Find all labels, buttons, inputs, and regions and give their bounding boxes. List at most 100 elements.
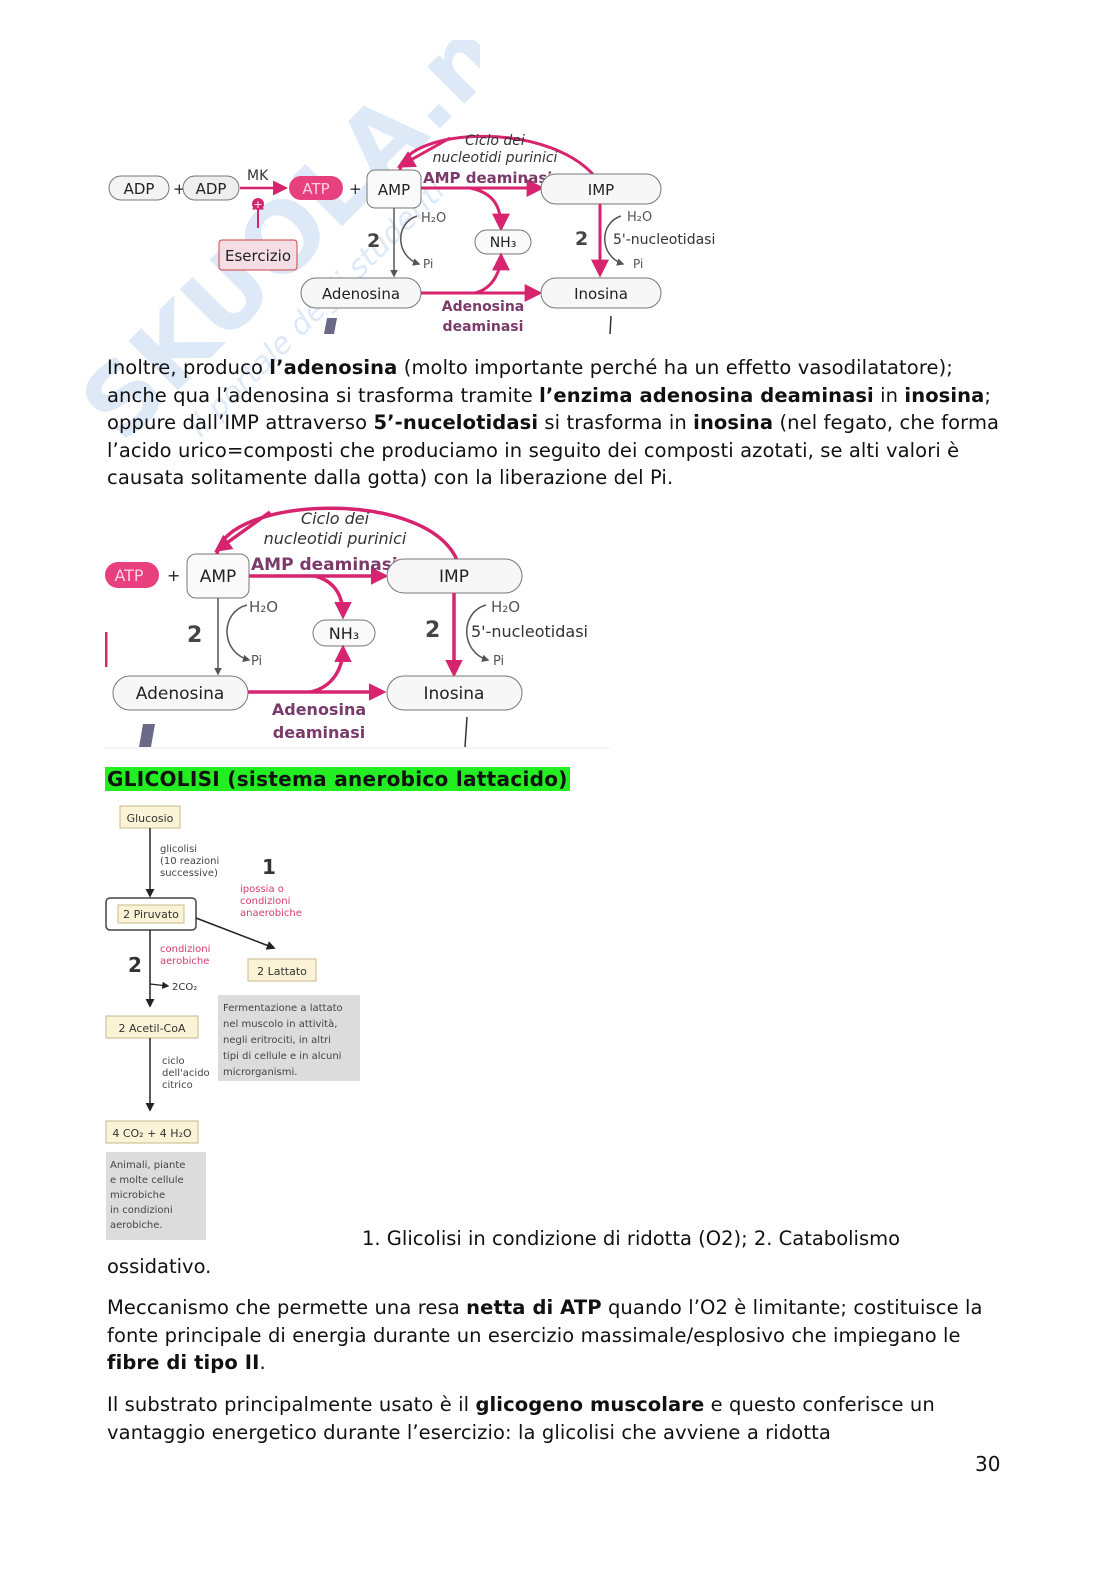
paragraph-substrato: Il substrato principalmente usato è il g… (107, 1391, 1007, 1446)
text-span: Meccanismo che permette una resa (107, 1296, 467, 1319)
adenosina-deaminasi-line2: deaminasi (443, 319, 524, 335)
step-number-left: 2 (367, 230, 380, 252)
animali-note-box (106, 1152, 206, 1240)
plus-sign-3: + (167, 566, 180, 585)
atp-label-2: ATP (114, 566, 143, 585)
step-number-2: 2 (128, 953, 142, 977)
ciclo-line3: citrico (162, 1080, 193, 1091)
page-number: 30 (975, 1452, 1001, 1476)
heading-highlight: GLICOLISI (sistema anerobico lattacido) (105, 767, 570, 791)
ferm-line4: tipi di cellule e in alcuni (223, 1051, 341, 1062)
adenosina-label-2: Adenosina (136, 684, 225, 704)
anim-line4: in condizioni (110, 1205, 173, 1216)
h2o-label-right: H₂O (627, 210, 652, 225)
pi-label-left: Pi (423, 257, 433, 271)
ferm-line2: nel muscolo in attività, (223, 1018, 337, 1030)
caption-line-2: ossidativo. (107, 1255, 212, 1278)
atp-label: ATP (302, 180, 329, 198)
cycle-label2-line2: nucleotidi purinici (264, 529, 407, 548)
products-box (105, 1120, 199, 1144)
glicolisi-line2: (10 reazioni (160, 856, 219, 867)
h2o-label2-left: H₂O (249, 598, 278, 616)
ferm-line1: Fermentazione a lattato (223, 1003, 343, 1014)
pi-label2-left: Pi (251, 654, 262, 669)
inosina-label: Inosina (574, 285, 628, 303)
ciclo-line1: ciclo (162, 1056, 185, 1067)
acetil-coa-label: 2 Acetil-CoA (119, 1022, 186, 1035)
bold-term: fibre di tipo II (107, 1351, 260, 1374)
inosina-box (540, 277, 662, 309)
text-span: Inoltre, produco (107, 356, 270, 379)
step-number-right: 2 (575, 228, 588, 250)
inosina-label-2: Inosina (424, 684, 485, 704)
bold-term: netta di ATP (466, 1296, 602, 1319)
step-number2-left: 2 (187, 623, 202, 648)
adp-label-1: ADP (124, 180, 155, 198)
amp-deaminasi-label-2: AMP deaminasi (251, 555, 398, 575)
imp-label: IMP (588, 181, 614, 199)
nucleotidasi-label: 5'-nucleotidasi (613, 232, 715, 248)
step-number2-right: 2 (425, 618, 440, 643)
amp-label-2: AMP (200, 567, 237, 587)
anim-line5: aerobiche. (110, 1220, 163, 1231)
ferm-line5: microrganismi. (223, 1067, 297, 1078)
cycle-label-line2: nucleotidi purinici (433, 150, 558, 166)
plus-sign-1: + (173, 180, 186, 198)
bold-term: 5’-nucelotidasi (373, 411, 539, 434)
clip-shape (324, 318, 337, 334)
lattato-box (247, 958, 317, 982)
amp-label: AMP (378, 181, 410, 199)
adp-label-2: ADP (196, 180, 227, 198)
pi-label-right: Pi (633, 257, 643, 271)
ciclo-line2: dell'acido (162, 1068, 210, 1079)
adenosina-deaminasi2-line2: deaminasi (273, 723, 365, 742)
adenosina-label: Adenosina (322, 285, 400, 303)
text-span: (nel fegato, che forma l’acido urico=com… (107, 411, 1000, 489)
adenosina-deaminasi-line1: Adenosina (442, 299, 524, 315)
piruvato-label: 2 Piruvato (123, 908, 179, 921)
esercizio-box (218, 239, 298, 271)
esercizio-label: Esercizio (225, 247, 291, 265)
nucleotidasi-label-2: 5'-nucleotidasi (471, 622, 588, 641)
section-heading: GLICOLISI (sistema anerobico lattacido) (105, 766, 570, 794)
h2o-label-left: H₂O (421, 211, 446, 226)
clip-shape-2 (139, 724, 155, 747)
adp-box-2 (182, 175, 240, 201)
anim-line3: microbiche (110, 1190, 165, 1201)
anim-line2: e molte cellule (110, 1175, 184, 1186)
ipossia-line2: condizioni (240, 896, 290, 907)
acetil-coa-box (105, 1015, 199, 1039)
step-number-1: 1 (262, 855, 276, 879)
nh3-label-2: NH₃ (329, 624, 359, 643)
ipossia-line1: ipossia o (240, 884, 284, 895)
cycle-label-line1: Ciclo dei (465, 133, 525, 149)
plus-circle-sign: + (253, 198, 262, 211)
atp-box (289, 176, 343, 200)
text-span: quando l’O2 è limitante; costituisce la … (107, 1296, 983, 1347)
anim-line1: Animali, piante (110, 1160, 185, 1171)
purine-cycle-diagram-2: ATP + AMP Ciclo dei nucleotidi purinici … (105, 506, 610, 749)
aerobic-line1: condizioni (160, 944, 210, 955)
cycle-label2-line1: Ciclo dei (301, 509, 370, 528)
purine-cycle-diagram-1: ADP + ADP MK ATP + AMP + Esercizio Ciclo… (108, 133, 715, 335)
h2o-label2-right: H₂O (491, 598, 520, 616)
nh3-label: NH₃ (490, 235, 517, 251)
glicolisi-line1: glicolisi (160, 844, 197, 855)
products-label: 4 CO₂ + 4 H₂O (112, 1127, 192, 1140)
bold-term: glicogeno muscolare (475, 1393, 705, 1416)
paragraph-meccanismo: Meccanismo che permette una resa netta d… (107, 1294, 1007, 1377)
glicolisi-line3: successive) (160, 868, 218, 879)
co2-label: 2CO₂ (172, 982, 197, 993)
plus-circle (252, 198, 264, 210)
ipossia-line3: anaerobiche (240, 908, 302, 919)
plus-sign-2: + (349, 180, 362, 198)
ferm-line3: negli eritrociti, in altri (223, 1035, 331, 1046)
mk-label: MK (247, 168, 269, 184)
text-span: (molto importante perché ha un effetto v… (107, 356, 953, 407)
adp-box-1 (108, 175, 170, 201)
text-span: Il substrato principalmente usato è il (107, 1393, 476, 1416)
pi-label2-right: Pi (493, 654, 504, 669)
aerobic-line2: aerobiche (160, 956, 209, 967)
bold-term: l’adenosina (269, 356, 398, 379)
paragraph-adenosina: Inoltre, produco l’adenosina (molto impo… (107, 354, 1007, 492)
